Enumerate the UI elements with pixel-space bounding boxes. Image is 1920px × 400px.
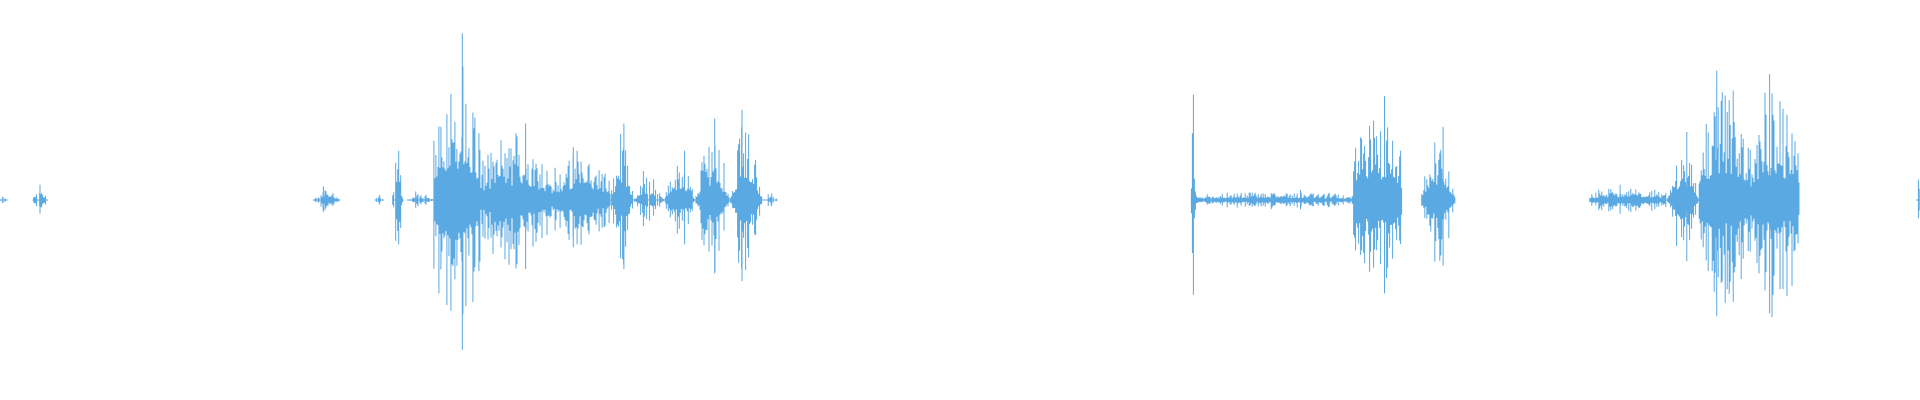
waveform-bars — [0, 33, 1920, 350]
waveform-path — [0, 33, 1920, 350]
